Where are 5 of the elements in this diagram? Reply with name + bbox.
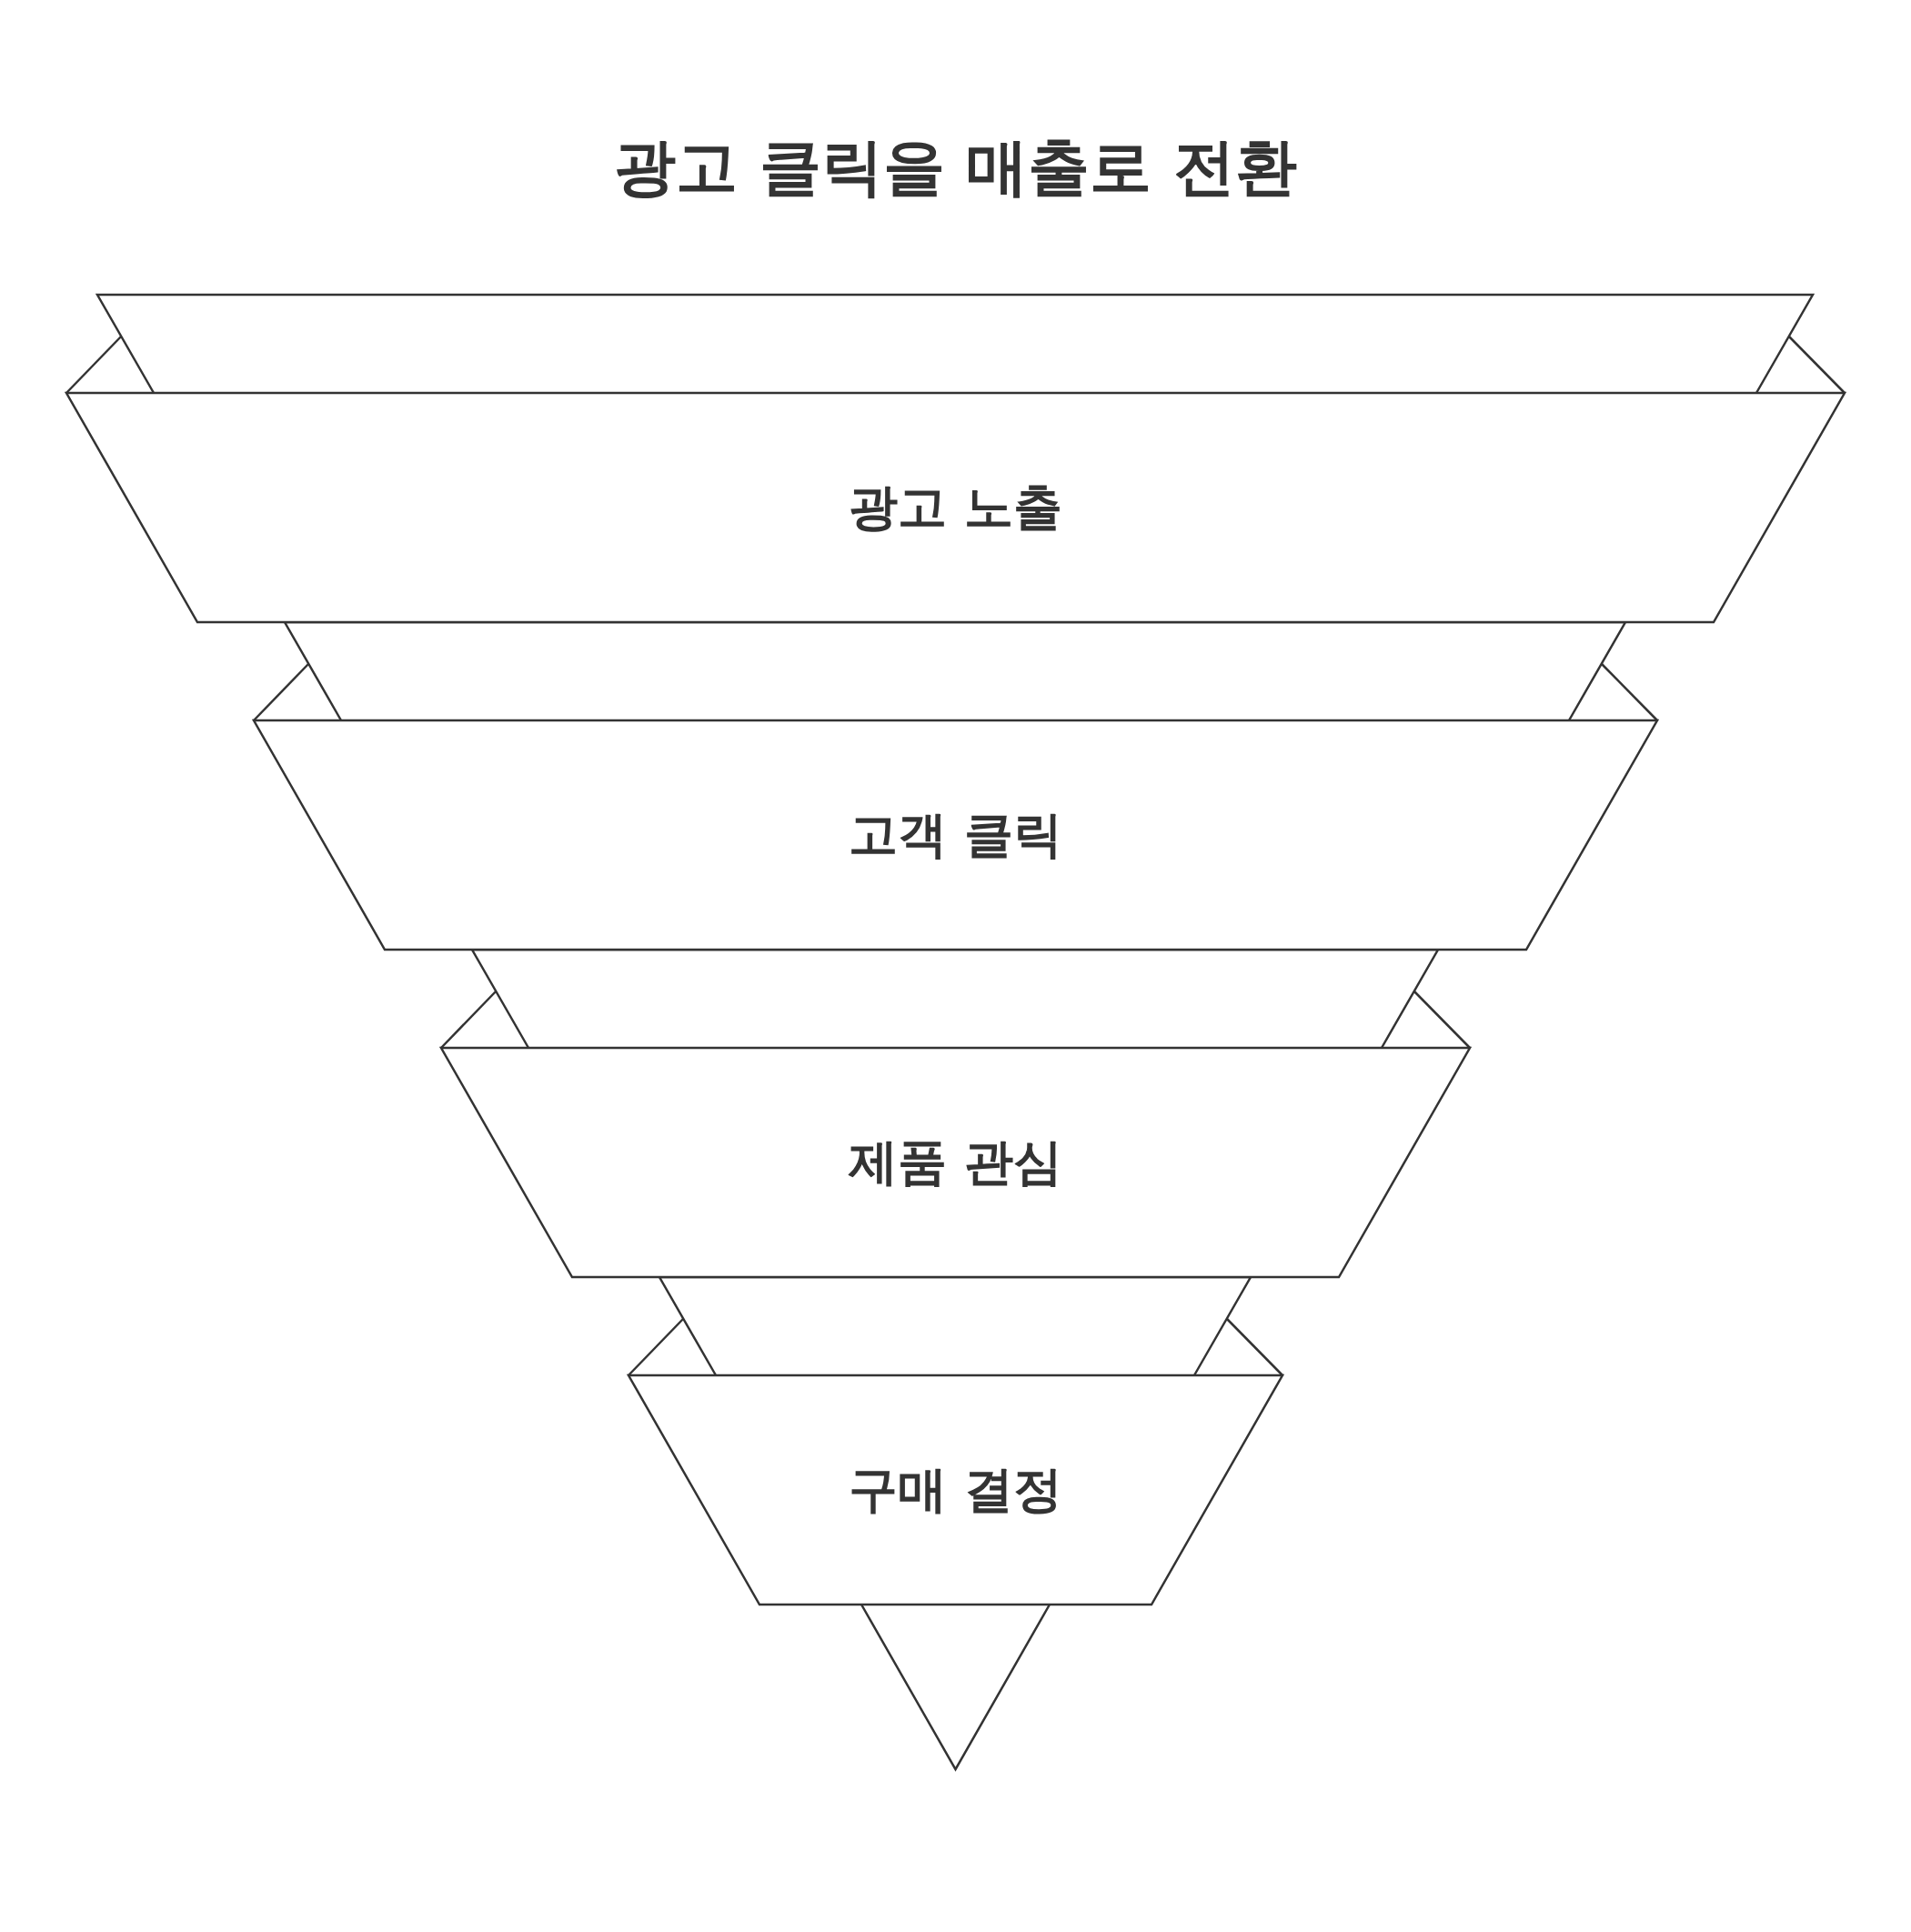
diagram-title: 광고 클릭을 매출로 전환 xyxy=(613,136,1298,198)
stage-label: 고객 클릭 xyxy=(848,810,1063,860)
stage-label: 구매 결정 xyxy=(848,1465,1063,1514)
stage-label: 제품 관심 xyxy=(847,1138,1063,1187)
stage-label: 광고 노출 xyxy=(848,483,1063,532)
